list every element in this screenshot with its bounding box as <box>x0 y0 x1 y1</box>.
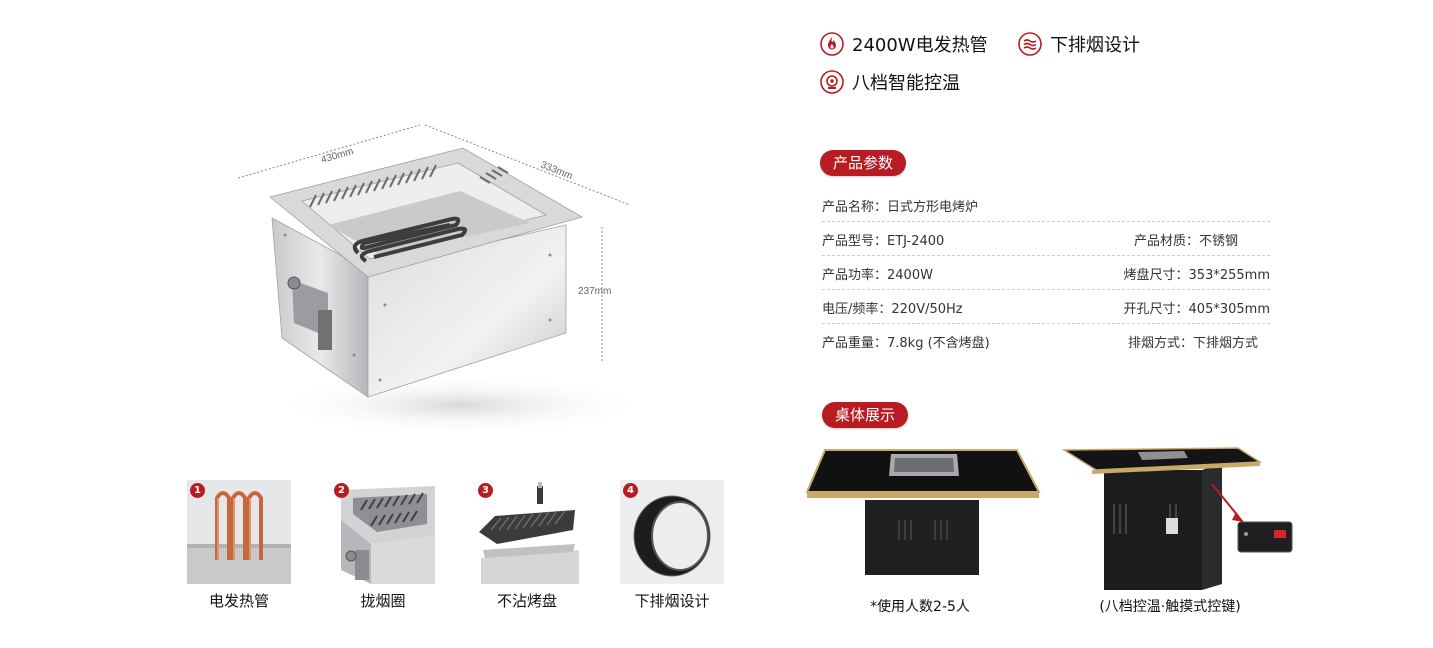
spec-left: 产品名称：日式方形电烤炉 <box>822 200 979 215</box>
thumbnail-caption: 下排烟设计 <box>634 592 710 610</box>
display-section-title: 桌体展示 <box>822 402 909 428</box>
thumbnail-smoke-ring: 2 <box>331 480 435 584</box>
spec-right: 烤盘尺寸：353*255mm <box>1123 268 1270 283</box>
spec-left: 电压/频率：220V/50Hz <box>822 302 963 317</box>
dimension-height: 237mm <box>578 286 611 297</box>
table-caption: (八档控温·触摸式控键) <box>1099 599 1241 615</box>
table-image-1 <box>805 449 1041 575</box>
thumbnail-nonstick-pan: 3 <box>475 480 579 584</box>
thumbnail-number-badge: 1 <box>190 483 205 498</box>
thumbnail-number-badge: 3 <box>478 483 493 498</box>
smoke-ring-image <box>331 480 435 584</box>
temperature-control-icon <box>820 70 844 94</box>
table-caption: *使用人数2-5人 <box>870 599 970 615</box>
spec-row: 电压/频率：220V/50Hz 开孔尺寸：405*305mm <box>822 290 1270 324</box>
feature-label: 下排烟设计 <box>1050 35 1140 56</box>
thumbnail-caption: 拢烟圈 <box>360 592 406 610</box>
spec-right: 排烟方式：下排烟方式 <box>1127 336 1258 351</box>
spec-left: 产品功率：2400W <box>822 268 933 283</box>
spec-row: 产品功率：2400W 烤盘尺寸：353*255mm <box>822 256 1270 290</box>
flame-icon <box>820 32 844 56</box>
spec-right: 开孔尺寸：405*305mm <box>1123 302 1270 317</box>
feature-heating-tube: 2400W电发热管 <box>820 31 988 57</box>
thumbnail-caption: 不沾烤盘 <box>496 592 557 610</box>
thumbnail-number-badge: 4 <box>623 483 638 498</box>
grill-product-image: 430mm 333mm 237mm <box>237 124 650 435</box>
nonstick-pan-image <box>475 480 579 584</box>
thumbnail-exhaust-design: 4 <box>620 480 724 584</box>
feature-temperature-control: 八档智能控温 <box>820 69 960 95</box>
spec-row: 产品名称：日式方形电烤炉 <box>822 188 1270 222</box>
spec-left: 产品型号：ETJ-2400 <box>822 234 945 249</box>
heating-tube-image <box>187 480 291 584</box>
feature-label: 八档智能控温 <box>852 73 960 94</box>
feature-label: 2400W电发热管 <box>852 35 988 56</box>
thumbnail-heating-tube: 1 <box>187 480 291 584</box>
exhaust-ring-image <box>620 480 724 584</box>
dimension-width: 333mm <box>539 160 574 183</box>
params-section-title: 产品参数 <box>820 150 907 176</box>
spec-row: 产品重量：7.8kg (不含烤盘) 排烟方式：下排烟方式 <box>822 324 1270 358</box>
spec-right: 产品材质：不锈钢 <box>1133 234 1238 249</box>
feature-smoke-exhaust: 下排烟设计 <box>1018 31 1140 57</box>
table-image-2 <box>1062 447 1293 590</box>
smoke-exhaust-icon <box>1018 32 1042 56</box>
spec-row: 产品型号：ETJ-2400 产品材质：不锈钢 <box>822 222 1270 256</box>
thumbnail-caption: 电发热管 <box>208 592 269 610</box>
thumbnail-number-badge: 2 <box>334 483 349 498</box>
spec-left: 产品重量：7.8kg (不含烤盘) <box>822 336 990 351</box>
dimension-length: 430mm <box>320 146 355 166</box>
